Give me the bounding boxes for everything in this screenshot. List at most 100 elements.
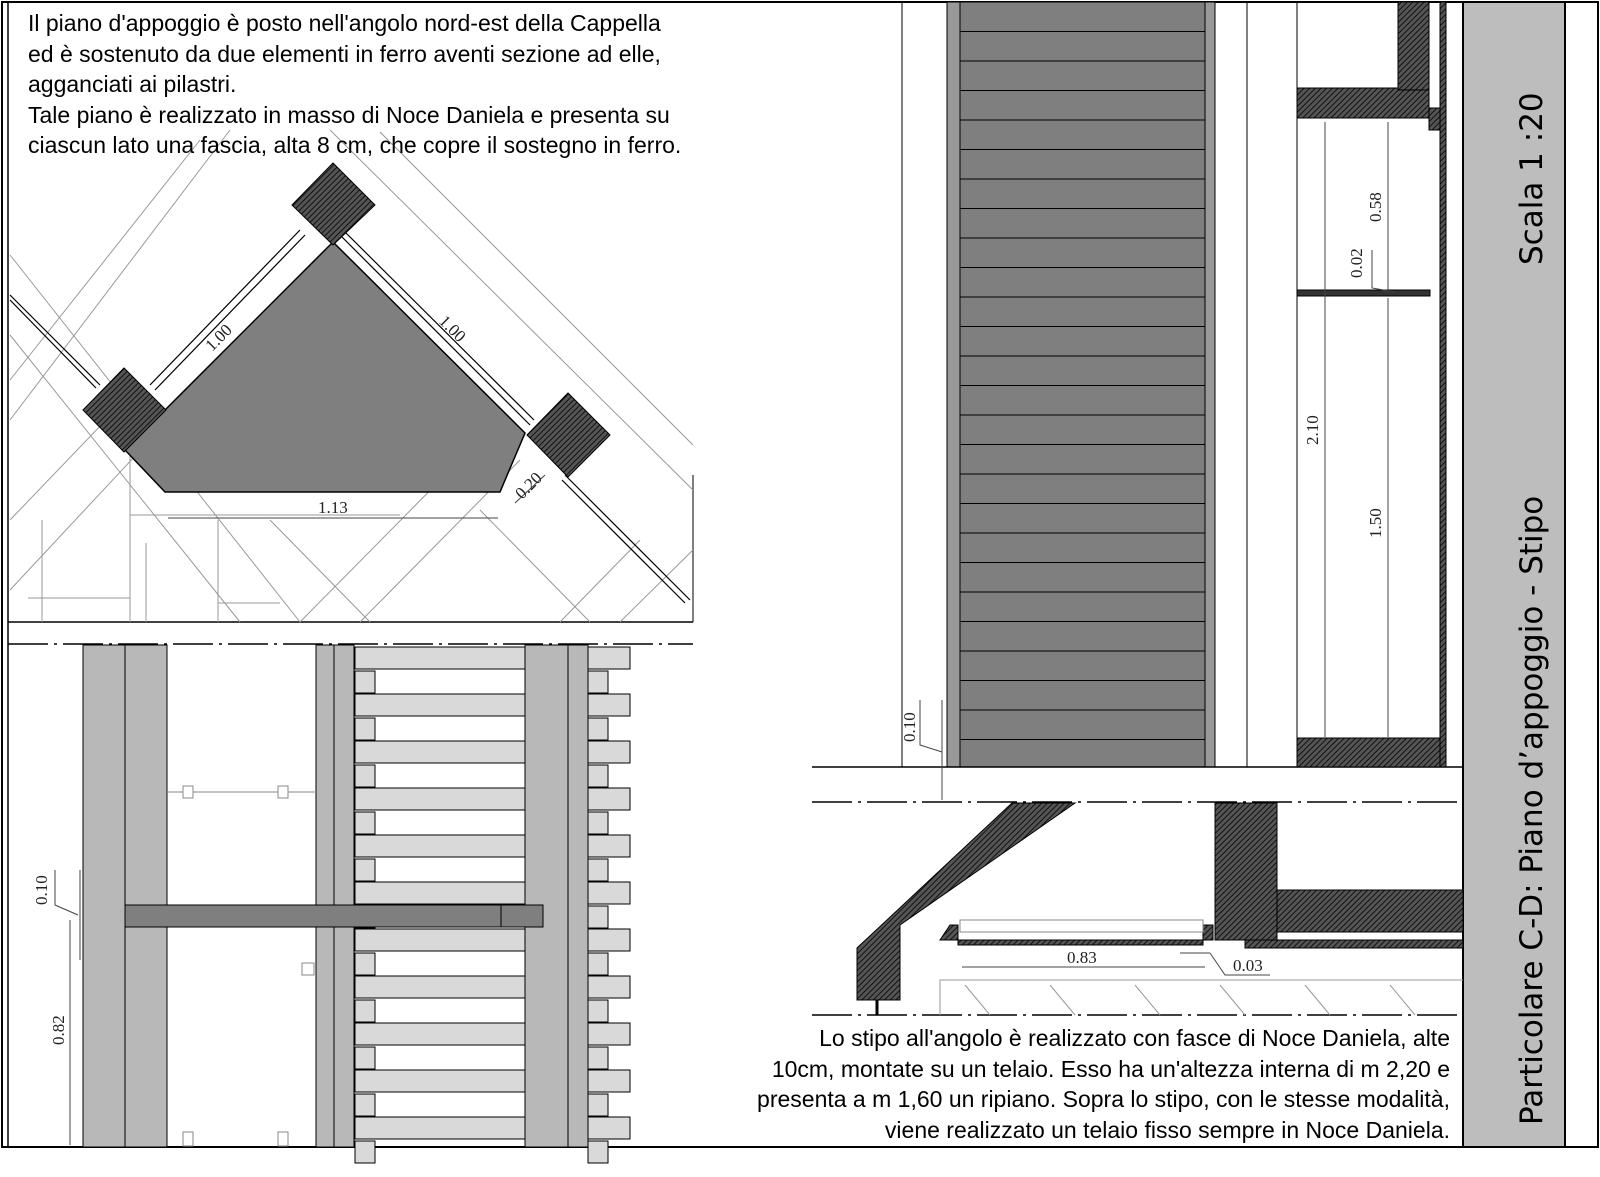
- shelf-elevation: [124, 904, 544, 928]
- stipo-board: [959, 444, 1206, 475]
- elevation-board-right-end: [587, 1046, 609, 1070]
- elevation-board-right-end: [587, 999, 609, 1023]
- elevation-board-right-end: [587, 811, 609, 835]
- scale-label: Scala 1 :20: [1514, 92, 1550, 265]
- stipo-board: [959, 237, 1206, 268]
- stipo-board: [959, 60, 1206, 91]
- bottom-note-line: viene realizzato un telaio fisso sempre …: [884, 1116, 1450, 1143]
- stipo-board: [959, 385, 1206, 416]
- pillar-left: [82, 367, 167, 453]
- top-note-line: agganciati ai pilastri.: [28, 71, 237, 97]
- dim-stipo-shelf: 0.02: [1347, 248, 1366, 278]
- elevation-board: [354, 881, 526, 905]
- elevation-board-right: [587, 834, 631, 858]
- dim-section-width: 0.83: [1067, 948, 1097, 967]
- stipo-board: [959, 650, 1206, 681]
- elevation-board-right: [587, 646, 631, 670]
- top-note-line: ciascun lato una fascia, alta 8 cm, che …: [28, 132, 682, 158]
- stipo-board: [959, 119, 1206, 150]
- pillar-top: [291, 162, 376, 246]
- elevation-board-right-end: [587, 952, 609, 976]
- elevation-board-right-end: [587, 905, 609, 929]
- dim-elev-thickness: 0.10: [32, 875, 51, 905]
- stipo-board: [959, 208, 1206, 239]
- stipo-board: [959, 90, 1206, 121]
- stipo-board: [959, 267, 1206, 298]
- elevation-board: [354, 928, 526, 952]
- section-view: 0.83 0.03: [812, 802, 1464, 1016]
- elevation-board-right: [587, 787, 631, 811]
- elevation-board-right: [587, 1116, 631, 1140]
- dim-stipo-base: 0.10: [900, 712, 919, 742]
- shelf-top: [123, 240, 526, 493]
- stipo-board: [959, 473, 1206, 504]
- bottom-note-line: presenta a m 1,60 un ripiano. Sopra lo s…: [757, 1086, 1450, 1112]
- stipo-board: [959, 149, 1206, 180]
- stipo-board: [959, 31, 1206, 62]
- stipo-board: [959, 296, 1206, 327]
- drawing-title: Particolare C-D: Piano d’appoggio - Stip…: [1514, 496, 1550, 1125]
- dim-plan-front: 1.13: [318, 498, 348, 517]
- bottom-note-line: Lo stipo all'angolo è realizzato con fas…: [819, 1025, 1450, 1051]
- elevation-board-right: [587, 975, 631, 999]
- elevation-board-end: [354, 670, 376, 694]
- elevation-board-right: [587, 928, 631, 952]
- elevation-board-right: [587, 1069, 631, 1093]
- elevation-board: [354, 787, 526, 811]
- stipo-board: [959, 326, 1206, 357]
- elevation-view: 0.10 0.82: [32, 644, 631, 1164]
- top-note: Il piano d'appoggio è posto nell'angolo …: [28, 8, 681, 161]
- elevation-board-end: [354, 1093, 376, 1117]
- pillar-right: [526, 392, 611, 478]
- dim-section-gap: 0.03: [1233, 956, 1263, 975]
- top-note-line: ed è sostenuto da due elementi in ferro …: [28, 40, 661, 67]
- elevation-board-right-end: [587, 764, 609, 788]
- elevation-board-end: [354, 1046, 376, 1070]
- elevation-board-right: [587, 881, 631, 905]
- elevation-board-end: [354, 999, 376, 1023]
- stipo-board: [959, 1, 1206, 32]
- plan-view: 1.13 1.00 1.00 0.20: [7, 2, 694, 1147]
- elevation-board: [354, 1069, 526, 1093]
- top-note-line: Il piano d'appoggio è posto nell'angolo …: [28, 10, 661, 36]
- elevation-board-right-end: [587, 717, 609, 741]
- stipo-board: [959, 709, 1206, 740]
- elevation-board: [354, 693, 526, 717]
- title-strip: [1462, 1, 1566, 1148]
- dim-stipo-top: 0.58: [1366, 192, 1385, 222]
- stipo-elevation: 0.58 0.02 2.10 1.50 0.10: [812, 1, 1463, 803]
- stipo-board: [959, 562, 1206, 593]
- elevation-board-end: [354, 717, 376, 741]
- elevation-board: [354, 1022, 526, 1046]
- elevation-board: [354, 975, 526, 999]
- sheet-border: [1, 1, 1599, 1148]
- dim-plan-right: 1.00: [435, 311, 469, 345]
- elevation-board: [354, 740, 526, 764]
- stipo-board: [959, 621, 1206, 652]
- top-note-line: Tale piano è realizzato in masso di Noce…: [28, 101, 670, 128]
- stipo-board: [959, 532, 1206, 563]
- stipo-board: [959, 178, 1206, 209]
- elevation-board: [354, 646, 526, 670]
- elevation-board-end: [354, 952, 376, 976]
- elevation-board-right-end: [587, 858, 609, 882]
- stipo-board: [959, 503, 1206, 534]
- elevation-board-right: [587, 740, 631, 764]
- dim-stipo-lower: 1.50: [1366, 508, 1385, 538]
- elevation-board-end: [354, 811, 376, 835]
- elevation-board-right-end: [587, 670, 609, 694]
- dim-stipo-total: 2.10: [1303, 415, 1322, 445]
- elevation-board-right-end: [587, 1093, 609, 1117]
- elevation-board-right: [587, 1022, 631, 1046]
- stipo-board: [959, 680, 1206, 711]
- stipo-board: [959, 739, 1206, 768]
- elevation-board-end: [354, 858, 376, 882]
- stipo-board: [959, 355, 1206, 386]
- bottom-note-line: 10cm, montate su un telaio. Esso ha un'a…: [771, 1055, 1450, 1082]
- stipo-board: [959, 591, 1206, 622]
- elevation-board-right-end: [587, 1140, 609, 1164]
- elevation-board: [354, 834, 526, 858]
- elevation-board-right: [587, 693, 631, 717]
- stipo-board: [959, 414, 1206, 445]
